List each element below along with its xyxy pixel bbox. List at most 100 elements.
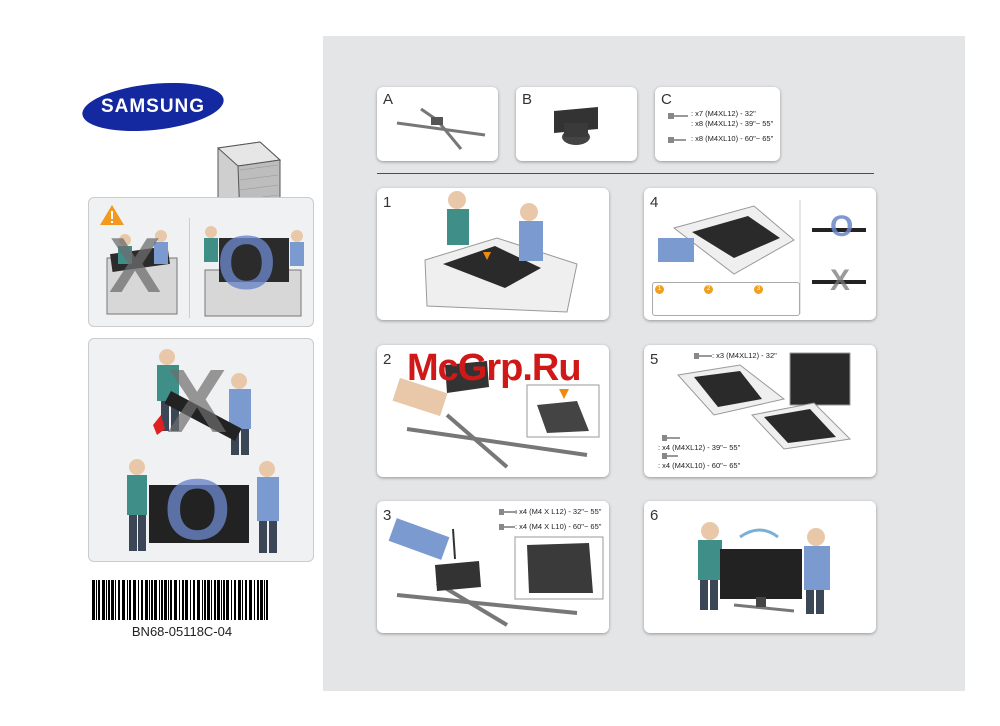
barcode-bar (98, 580, 100, 620)
barcode-bar (154, 580, 157, 620)
screw-spec-line: : x4 (M4 X L10) - 60"~ 65" (515, 522, 602, 531)
wrong-x-mark: X (109, 221, 162, 309)
samsung-logo: SAMSUNG (79, 76, 227, 138)
screw-spec-line: : x4 (M4XL12) - 39"~ 55" (658, 443, 741, 452)
substep-3: 3 (754, 285, 763, 294)
barcode-bar (182, 580, 184, 620)
barcode-bar (197, 580, 200, 620)
barcode-bar (231, 580, 232, 620)
barcode-bar (102, 580, 105, 620)
stand-base-icon (396, 107, 486, 150)
barcode-bar (214, 580, 216, 620)
barcode-bar (115, 580, 116, 620)
step-number: 6 (650, 507, 659, 524)
step-number: 5 (650, 351, 659, 368)
barcode-bar (254, 580, 255, 620)
barcode-bar (193, 580, 195, 620)
barcode-bar (133, 580, 136, 620)
barcode-bar (217, 580, 220, 620)
part-number: BN68-05118C-04 (131, 624, 233, 639)
barcode-bar (266, 580, 268, 620)
barcode-bar (179, 580, 180, 620)
stand-neck-icon (554, 107, 598, 145)
barcode-bar (127, 580, 128, 620)
screw-spec-line: : x3 (M4XL12) - 32" (712, 351, 777, 360)
barcode-bar (207, 580, 210, 620)
step-number: 4 (650, 194, 659, 211)
substep-1: 1 (655, 285, 664, 294)
barcode-bar (108, 580, 110, 620)
barcode-bar (245, 580, 247, 620)
component-card-c: C : x7 (M4XL12) - 32" : x8 (M4XL12) - 39… (655, 87, 780, 161)
correct-carry-illustration (123, 457, 289, 557)
barcode-bar (204, 580, 206, 620)
step-card-4: 4 1 2 3 O X (644, 188, 876, 320)
warning-panel: X O (88, 197, 314, 327)
barcode-bar (211, 580, 212, 620)
step-1-illustration (424, 191, 578, 313)
wrong-carry-x-mark: X (167, 352, 228, 452)
watermark: McGrp.Ru (407, 347, 582, 389)
barcode-bar (145, 580, 148, 620)
barcode-bar (257, 580, 259, 620)
step-card-3: 3 : x4 (M4 X L12) - 32"~ 55" : x4 (M4 X … (377, 501, 609, 633)
barcode-bar (226, 580, 229, 620)
barcode-bar (185, 580, 188, 620)
component-letter-c: C (661, 91, 672, 108)
wrong-unpack-illustration (103, 222, 185, 318)
barcode-bar (221, 580, 222, 620)
barcode-bar (118, 580, 120, 620)
correct-o-mark: O (217, 221, 277, 306)
step-card-1: 1 (377, 188, 609, 320)
screw-spec-line: : x4 (M4 X L12) - 32"~ 55" (515, 507, 602, 516)
component-letter-b: B (522, 91, 533, 108)
barcode-bar (159, 580, 160, 620)
carry-panel: X O (88, 338, 314, 562)
barcode-bar (264, 580, 265, 620)
barcode-bar (164, 580, 167, 620)
screw-spec-line: : x4 (M4XL10) - 60"~ 65" (658, 461, 741, 470)
screw-spec-line: : x8 (M4XL12) - 39"~ 55" (691, 119, 774, 128)
step-6-illustration (698, 522, 830, 614)
barcode-bar (151, 580, 153, 620)
screw-spec-line: : x8 (M4XL10) - 60"~ 65" (691, 134, 774, 143)
barcode-bar (161, 580, 163, 620)
wrong-carry-illustration (141, 345, 261, 455)
screw-spec-line: : x7 (M4XL12) - 32" (691, 109, 756, 118)
barcode-bar (249, 580, 252, 620)
step-card-6: 6 (644, 501, 876, 633)
barcode-bar (106, 580, 107, 620)
barcode-bar (174, 580, 177, 620)
barcode-bar (234, 580, 236, 620)
barcode-bar (202, 580, 203, 620)
barcode-bar (141, 580, 143, 620)
step-5-illustration (677, 352, 852, 450)
step-number: 1 (383, 194, 392, 211)
barcode-bar (96, 580, 97, 620)
brand-name: SAMSUNG (100, 96, 206, 117)
barcode-bar (129, 580, 131, 620)
barcode-bar (149, 580, 150, 620)
barcode-bar (242, 580, 243, 620)
section-divider (377, 173, 874, 174)
step-3-illustration (388, 518, 604, 627)
barcode-bar (168, 580, 169, 620)
component-letter-a: A (383, 91, 394, 108)
barcode-bar (122, 580, 125, 620)
barcode-bar (260, 580, 263, 620)
barcode-bar (238, 580, 241, 620)
component-card-b: B (516, 87, 637, 161)
correct-unpack-illustration (199, 222, 307, 318)
component-card-a: A (377, 87, 498, 161)
barcode-bar (223, 580, 225, 620)
wrong-x-mark: X (830, 264, 851, 297)
correct-carry-o-mark: O (164, 462, 231, 558)
step-number: 3 (383, 507, 392, 524)
barcode-bar (170, 580, 172, 620)
step-card-2: 2 McGrp.Ru (377, 345, 609, 477)
substep-2: 2 (704, 285, 713, 294)
barcode-bar (111, 580, 114, 620)
barcode (92, 580, 272, 620)
barcode-bar (190, 580, 191, 620)
barcode-bar (138, 580, 139, 620)
